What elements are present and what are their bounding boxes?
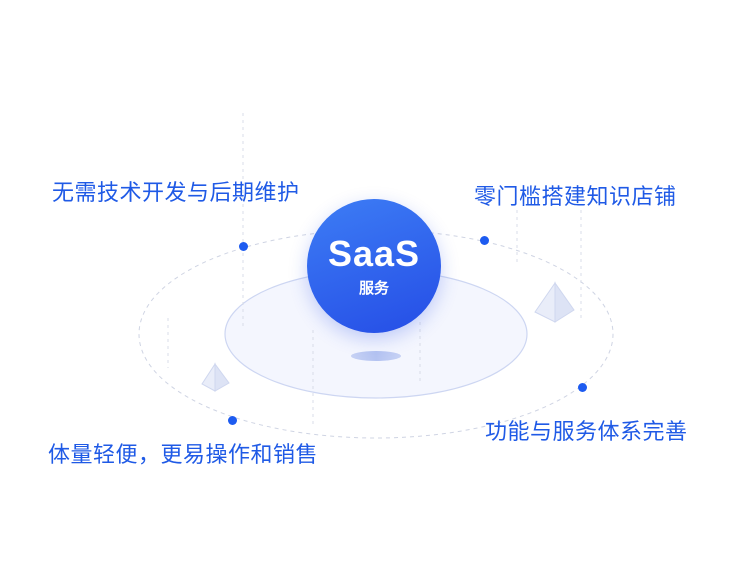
saas-hub: SaaS 服务	[307, 199, 441, 333]
pyramid-left	[201, 362, 230, 392]
feature-dot	[239, 242, 248, 251]
feature-dot	[228, 416, 237, 425]
feature-label-complete-system: 功能与服务体系完善	[485, 420, 688, 445]
feature-label-no-dev: 无需技术开发与后期维护	[52, 181, 300, 206]
hub-title: SaaS	[327, 233, 421, 274]
pyramid-right	[534, 281, 575, 323]
feature-label-zero-threshold: 零门槛搭建知识店铺	[474, 185, 677, 210]
feature-dot	[480, 236, 489, 245]
hub-subtitle: 服务	[358, 279, 389, 297]
feature-label-lightweight: 体量轻便，更易操作和销售	[48, 443, 319, 468]
hub-shadow	[351, 351, 401, 361]
feature-dot	[578, 383, 587, 392]
